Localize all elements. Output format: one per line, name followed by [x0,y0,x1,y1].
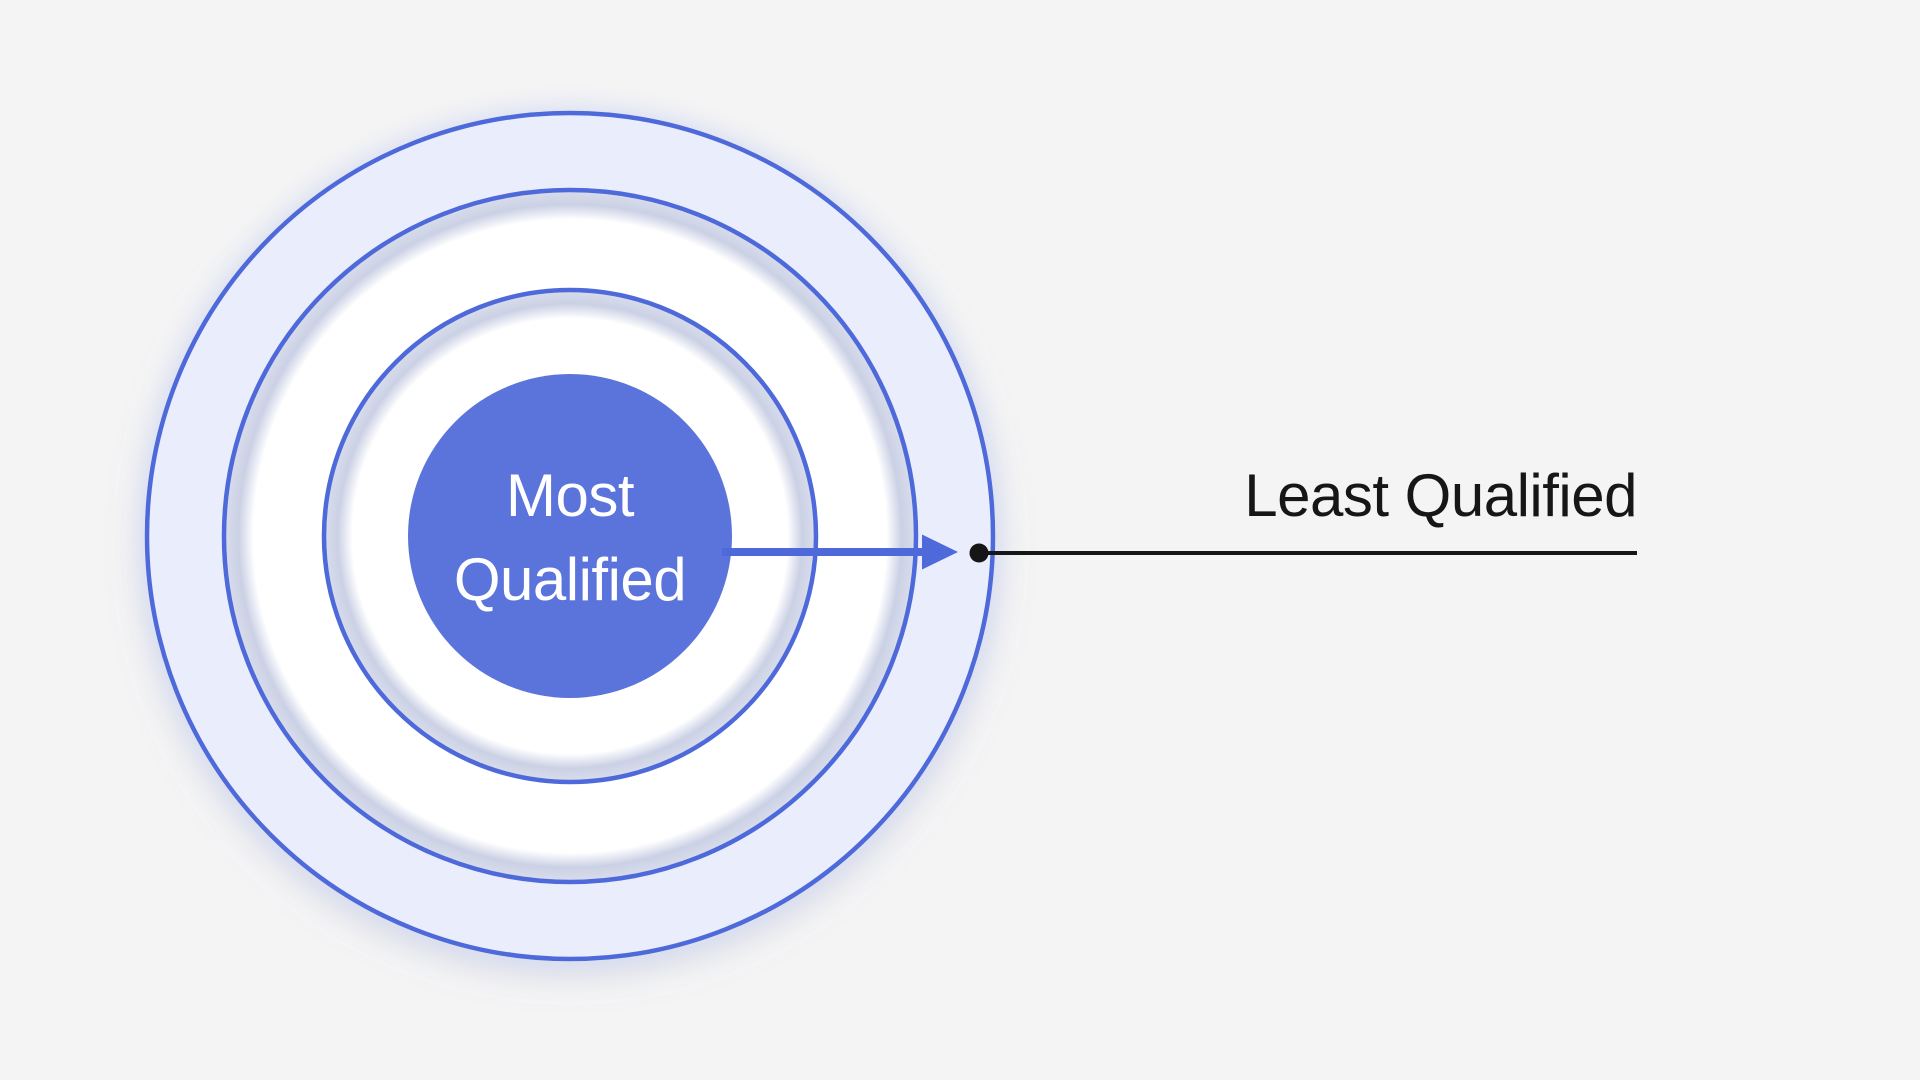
outer-label: Least Qualified [1244,462,1637,529]
center-label: Most Qualified [453,462,687,613]
connector-dot [969,543,989,563]
arrow-head-icon [922,534,958,570]
center-circle [408,374,732,698]
